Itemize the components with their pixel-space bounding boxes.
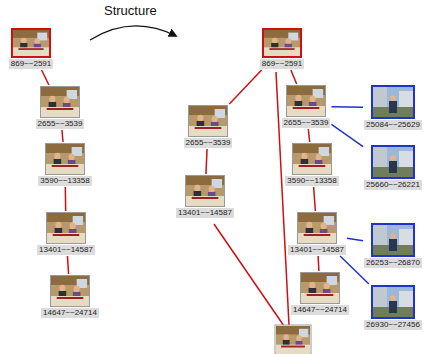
link-line xyxy=(331,124,363,146)
shot-node: 26253~~26870 xyxy=(364,223,422,268)
shot-node: 2655~~3539 xyxy=(184,105,233,148)
frame-range: 2655~~3539 xyxy=(282,118,331,128)
frame-range: 13401~~14587 xyxy=(288,245,346,255)
thumbnail-picture xyxy=(51,276,89,306)
structure-label: Structure xyxy=(104,3,157,18)
thumbnail-picture xyxy=(373,225,413,255)
thumbnail-picture xyxy=(373,147,413,177)
link-line xyxy=(331,106,363,108)
thumbnail-picture xyxy=(264,30,300,56)
link-line xyxy=(42,70,49,85)
shot-node: 14647~~24714 xyxy=(291,272,349,315)
shot-thumbnail xyxy=(262,28,302,58)
thumbnail-picture xyxy=(189,106,227,136)
shot-thumbnail xyxy=(50,275,90,307)
shot-node: 13401~~14587 xyxy=(176,175,234,218)
frame-range: 3590~~13358 xyxy=(285,176,338,186)
shot-node: 869~~2591 xyxy=(9,28,54,69)
thumbnail-picture xyxy=(46,144,84,174)
thumbnail-picture xyxy=(373,287,413,317)
shot-thumbnail xyxy=(371,223,415,257)
shot-thumbnail xyxy=(371,285,415,319)
shot-node: 3590~~13358 xyxy=(285,143,338,186)
thumbnail-picture xyxy=(293,144,331,174)
thumbnail-picture xyxy=(41,87,79,117)
shot-node: 13401~~14587 xyxy=(288,212,346,255)
shot-node: 869~~2591 xyxy=(260,28,305,69)
shot-thumbnail xyxy=(40,86,80,118)
link-line xyxy=(308,129,309,142)
shot-thumbnail xyxy=(275,325,311,354)
thumbnail-picture xyxy=(13,30,49,56)
structure-arrow xyxy=(90,26,176,40)
thumbnail-picture xyxy=(301,273,339,303)
thumbnail-picture xyxy=(186,176,224,206)
frame-range: 25084~~25629 xyxy=(364,120,422,130)
shot-node: 25084~~25629 xyxy=(364,85,422,130)
shot-node: 3590~~13358 xyxy=(38,143,91,186)
shot-thumbnail xyxy=(276,326,310,354)
thumbnail-picture xyxy=(287,86,325,116)
shot-thumbnail xyxy=(46,212,86,244)
shot-thumbnail xyxy=(286,85,326,117)
frame-range: 13401~~14587 xyxy=(176,208,234,218)
link-line xyxy=(317,256,319,271)
shot-node: 26930~~27456 xyxy=(364,285,422,330)
link-line xyxy=(206,149,207,174)
link-line xyxy=(65,187,67,211)
shot-thumbnail xyxy=(297,212,337,244)
frame-range: 14647~~24714 xyxy=(291,305,349,315)
link-line xyxy=(229,70,261,104)
shot-node: 2655~~3539 xyxy=(36,86,85,129)
link-line xyxy=(291,70,297,84)
link-line xyxy=(62,130,63,142)
frame-range: 14647~~24714 xyxy=(41,308,99,318)
thumbnail-picture xyxy=(373,87,413,117)
thumbnail-picture xyxy=(298,213,336,243)
frame-range: 26253~~26870 xyxy=(364,258,422,268)
link-line xyxy=(347,238,363,241)
frame-range: 2655~~3539 xyxy=(184,138,233,148)
shot-node: 25660~~26221 xyxy=(364,145,422,190)
shot-thumbnail xyxy=(188,105,228,137)
frame-range: 869~~2591 xyxy=(9,59,54,69)
shot-thumbnail xyxy=(292,143,332,175)
shot-thumbnail xyxy=(185,175,225,207)
shot-thumbnail xyxy=(45,143,85,175)
frame-range: 869~~2591 xyxy=(260,59,305,69)
shot-node: 2655~~3539 xyxy=(282,85,331,128)
thumbnail-picture xyxy=(47,213,85,243)
shot-node: 14647~~24714 xyxy=(41,275,99,318)
link-line xyxy=(314,187,316,211)
shot-node: 13401~~14587 xyxy=(37,212,95,255)
shot-thumbnail xyxy=(371,145,415,179)
frame-range: 25660~~26221 xyxy=(364,180,422,190)
frame-range: 2655~~3539 xyxy=(36,119,85,129)
frame-range: 26930~~27456 xyxy=(364,320,422,330)
link-line xyxy=(214,224,284,326)
shot-thumbnail xyxy=(300,272,340,304)
shot-thumbnail xyxy=(11,28,51,58)
frame-range: 13401~~14587 xyxy=(37,245,95,255)
frame-range: 3590~~13358 xyxy=(38,176,91,186)
link-line xyxy=(67,256,68,274)
shot-thumbnail xyxy=(371,85,415,119)
